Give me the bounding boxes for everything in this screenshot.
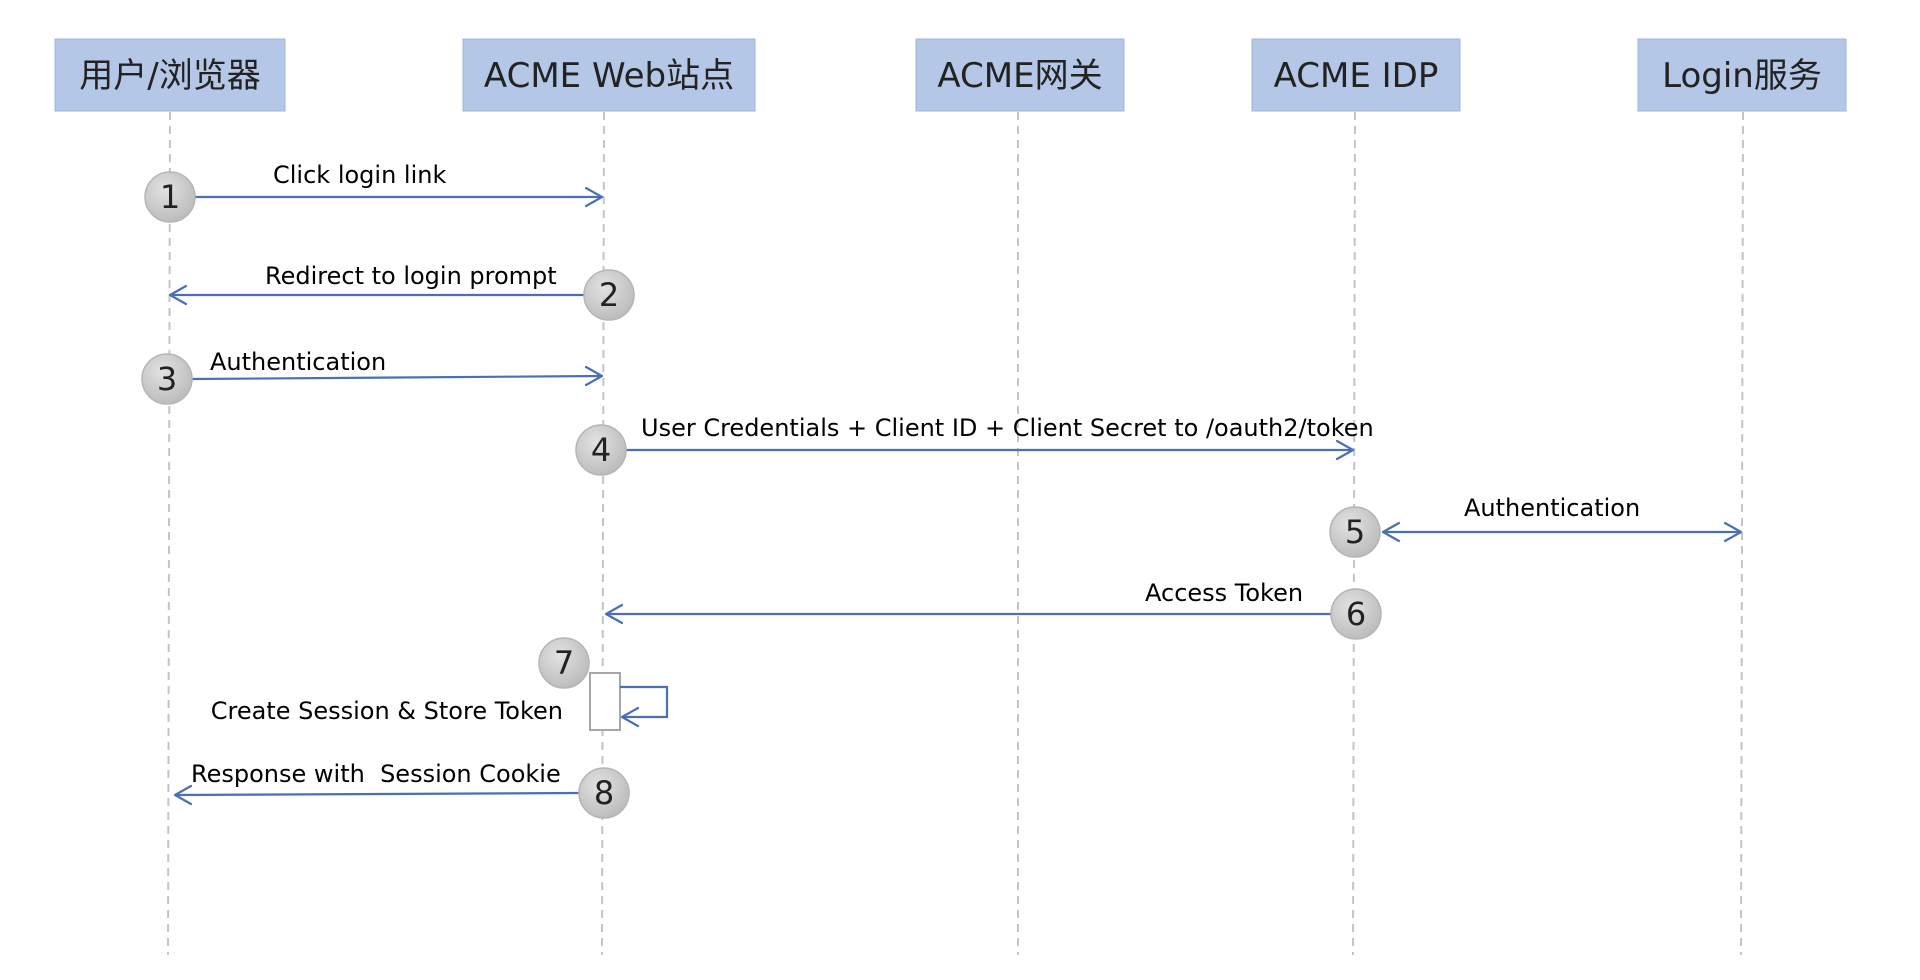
lifeline-login bbox=[1740, 111, 1744, 956]
step-number: 5 bbox=[1345, 513, 1365, 551]
message-8: Response with Session Cookie 8 bbox=[173, 760, 630, 819]
lifeline-user bbox=[167, 111, 171, 956]
step-marker bbox=[538, 637, 590, 689]
participant-idp: ACME IDP bbox=[1251, 38, 1461, 112]
message-label: Create Session & Store Token bbox=[211, 697, 563, 725]
message-label: Access Token bbox=[1145, 579, 1303, 607]
participant-gateway: ACME网关 bbox=[915, 38, 1125, 112]
message-4: User Credentials + Client ID + Client Se… bbox=[575, 414, 1374, 476]
step-marker bbox=[144, 171, 196, 223]
step-marker bbox=[575, 424, 627, 476]
message-7: Create Session & Store Token 7 bbox=[211, 637, 669, 731]
participant-user: 用户/浏览器 bbox=[54, 38, 286, 112]
message-label: Authentication bbox=[210, 348, 386, 376]
participant-label: ACME IDP bbox=[1274, 56, 1439, 96]
step-marker bbox=[1329, 506, 1381, 558]
step-number: 7 bbox=[554, 644, 574, 682]
step-number: 4 bbox=[591, 431, 611, 469]
step-marker bbox=[141, 353, 193, 405]
message-1: Click login link 1 bbox=[144, 161, 604, 223]
message-5: Authentication 5 bbox=[1329, 494, 1743, 558]
step-number: 2 bbox=[599, 276, 619, 314]
message-label: User Credentials + Client ID + Client Se… bbox=[641, 414, 1374, 442]
step-marker bbox=[1330, 588, 1382, 640]
participant-login: Login服务 bbox=[1637, 38, 1847, 112]
activation-bar bbox=[589, 672, 621, 731]
participant-label: ACME Web站点 bbox=[484, 56, 734, 96]
message-label: Click login link bbox=[273, 161, 446, 189]
message-label: Redirect to login prompt bbox=[265, 262, 557, 290]
lifeline-web bbox=[601, 111, 605, 956]
message-label: Authentication bbox=[1464, 494, 1640, 522]
step-number: 6 bbox=[1346, 595, 1366, 633]
step-number: 1 bbox=[160, 178, 180, 216]
message-6: Access Token 6 bbox=[604, 579, 1382, 640]
message-label: Response with Session Cookie bbox=[191, 760, 561, 788]
participant-label: ACME网关 bbox=[937, 56, 1102, 96]
participant-web: ACME Web站点 bbox=[462, 38, 756, 112]
step-marker bbox=[578, 767, 630, 819]
step-number: 8 bbox=[594, 774, 614, 812]
step-marker bbox=[583, 269, 635, 321]
step-number: 3 bbox=[157, 360, 177, 398]
message-2: Redirect to login prompt 2 bbox=[168, 262, 635, 321]
participant-label: 用户/浏览器 bbox=[79, 56, 260, 96]
participant-label: Login服务 bbox=[1662, 56, 1822, 96]
message-3: Authentication 3 bbox=[141, 348, 604, 405]
lifelines bbox=[167, 111, 1744, 956]
